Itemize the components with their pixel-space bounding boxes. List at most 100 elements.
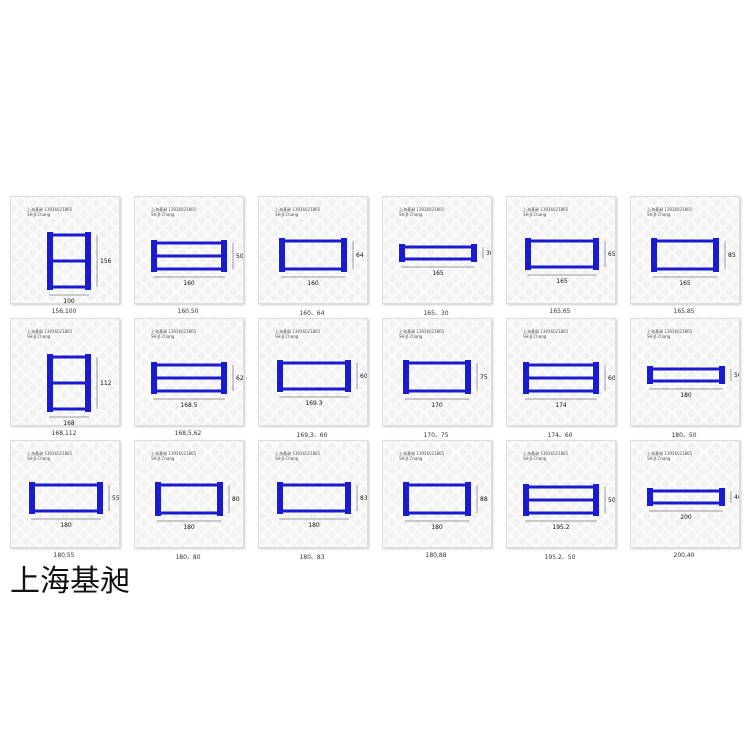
product-image[interactable]: 上海基昶 13916021865 SH·JI.Chang 200 40 — [630, 440, 740, 548]
product-image[interactable]: 上海基昶 13916021865 SH·JI.Chang 180 50 — [630, 318, 740, 426]
product-caption: 180、80 — [175, 554, 201, 561]
width-label: 174 — [555, 402, 567, 409]
product-caption: 165,85 — [673, 308, 695, 315]
height-label: 64 — [356, 252, 364, 259]
product-image[interactable]: 上海基昶 13916021865 SH·JI.Chang 174 60 — [506, 318, 616, 426]
product-caption: 180,55 — [53, 552, 75, 559]
card-note: 上海基昶 13916021865 SH·JI.Chang — [275, 207, 321, 217]
width-label: 180 — [431, 524, 443, 531]
width-label: 168 — [63, 420, 75, 425]
card-note: 上海基昶 13916021865 SH·JI.Chang — [151, 207, 197, 217]
width-label: 180 — [60, 522, 72, 529]
product-image[interactable]: 上海基昶 13916021865 SH·JI.Chang 169.3 60 — [258, 318, 368, 426]
product-image[interactable]: 上海基昶 13916021865 SH·JI.Chang 180 55 — [10, 440, 120, 548]
width-label: 180 — [308, 522, 320, 529]
product-item[interactable]: 上海基昶 13916021865 SH·JI.Chang 180 50 180、… — [630, 318, 740, 446]
width-label: 165 — [679, 280, 691, 287]
product-caption: 160、64 — [299, 310, 325, 317]
height-label: 80 — [232, 496, 240, 503]
height-label: 85 — [728, 252, 736, 259]
product-image[interactable]: 上海基昶 13916021865 SH·JI.Chang 168 112 — [10, 318, 120, 426]
product-image[interactable]: 上海基昶 13916021865 SH·JI.Chang 165 65 — [506, 196, 616, 304]
height-label: 156 — [100, 258, 112, 265]
card-note: 上海基昶 13916021865 SH·JI.Chang — [151, 329, 197, 339]
profile-drawing: 165 65 — [525, 238, 615, 285]
product-image[interactable]: 上海基昶 13916021865 SH·JI.Chang 180 88 — [382, 440, 492, 548]
profile-drawing: 200 40 — [647, 488, 739, 521]
product-item[interactable]: 上海基昶 13916021865 SH·JI.Chang 169.3 60 16… — [258, 318, 368, 446]
product-item[interactable]: 上海基昶 13916021865 SH·JI.Chang 180 55 180,… — [10, 440, 120, 568]
product-caption: 180,88 — [425, 552, 447, 559]
width-label: 100 — [63, 298, 75, 303]
profile-drawing: 170 75 — [403, 360, 488, 409]
profile-drawing: 160 64 — [279, 238, 364, 287]
width-label: 195.2 — [552, 524, 569, 531]
product-image[interactable]: 上海基昶 13916021865 SH·JI.Chang 180 83 — [258, 440, 368, 548]
profile-drawing: 169.3 60 — [277, 360, 367, 407]
card-note: 上海基昶 13916021865 SH·JI.Chang — [647, 329, 693, 339]
product-caption: 180、50 — [671, 432, 697, 439]
product-item[interactable]: 上海基昶 13916021865 SH·JI.Chang 160 64 160、… — [258, 196, 368, 324]
product-caption: 165,65 — [549, 308, 571, 315]
width-label: 160 — [183, 280, 195, 287]
height-label: 83 — [360, 495, 367, 502]
product-item[interactable]: 上海基昶 13916021865 SH·JI.Chang 180 88 180,… — [382, 440, 492, 568]
product-item[interactable]: 上海基昶 13916021865 SH·JI.Chang 165 85 165,… — [630, 196, 740, 324]
product-item[interactable]: 上海基昶 13916021865 SH·JI.Chang 168.5 62 16… — [134, 318, 244, 446]
profile-drawing: 180 83 — [277, 482, 367, 529]
height-label: 50 — [608, 497, 615, 504]
height-label: 60 — [360, 373, 367, 380]
product-image[interactable]: 上海基昶 13916021865 SH·JI.Chang 165 30 — [382, 196, 492, 304]
card-note: 上海基昶 13916021865 SH·JI.Chang — [523, 329, 569, 339]
width-label: 169.3 — [305, 400, 322, 407]
product-item[interactable]: 上海基昶 13916021865 SH·JI.Chang 165 65 165,… — [506, 196, 616, 324]
card-note: 上海基昶 13916021865 SH·JI.Chang — [647, 207, 693, 217]
product-item[interactable]: 上海基昶 13916021865 SH·JI.Chang 160 50 160,… — [134, 196, 244, 324]
product-item[interactable]: 上海基昶 13916021865 SH·JI.Chang 180 80 180、… — [134, 440, 244, 568]
height-label: 62 — [236, 375, 243, 382]
profile-drawing: 180 55 — [29, 482, 119, 529]
profile-drawing: 168 112 — [47, 354, 112, 425]
card-note: 上海基昶 13916021865 SH·JI.Chang — [27, 451, 73, 461]
profile-drawing: 180 50 — [647, 366, 739, 399]
product-caption: 168,112 — [51, 430, 77, 437]
product-item[interactable]: 上海基昶 13916021865 SH·JI.Chang 170 75 170、… — [382, 318, 492, 446]
height-label: 75 — [480, 374, 488, 381]
height-label: 50 — [734, 372, 739, 379]
product-caption: 165、30 — [423, 310, 449, 317]
product-item[interactable]: 上海基昶 13916021865 SH·JI.Chang 180 83 180、… — [258, 440, 368, 568]
product-image[interactable]: 上海基昶 13916021865 SH·JI.Chang 180 80 — [134, 440, 244, 548]
product-item[interactable]: 上海基昶 13916021865 SH·JI.Chang 168 112 168… — [10, 318, 120, 446]
product-image[interactable]: 上海基昶 13916021865 SH·JI.Chang 195.2 50 — [506, 440, 616, 548]
product-caption: 180、83 — [299, 554, 325, 561]
height-label: 30 — [486, 250, 491, 257]
product-item[interactable]: 上海基昶 13916021865 SH·JI.Chang 174 60 174、… — [506, 318, 616, 446]
product-item[interactable]: 上海基昶 13916021865 SH·JI.Chang 100 156 156… — [10, 196, 120, 324]
card-note: 上海基昶 13916021865 SH·JI.Chang — [27, 207, 73, 217]
product-image[interactable]: 上海基昶 13916021865 SH·JI.Chang 160 50 — [134, 196, 244, 304]
card-note: 上海基昶 13916021865 SH·JI.Chang — [399, 451, 445, 461]
product-item[interactable]: 上海基昶 13916021865 SH·JI.Chang 165 30 165、… — [382, 196, 492, 324]
profile-drawing: 100 156 — [47, 232, 112, 303]
product-item[interactable]: 上海基昶 13916021865 SH·JI.Chang 195.2 50 19… — [506, 440, 616, 568]
product-image[interactable]: 上海基昶 13916021865 SH·JI.Chang 168.5 62 — [134, 318, 244, 426]
card-note: 上海基昶 13916021865 SH·JI.Chang — [275, 329, 321, 339]
height-label: 40 — [734, 494, 739, 501]
profile-drawing: 165 30 — [399, 244, 491, 277]
height-label: 60 — [608, 375, 615, 382]
height-label: 50 — [236, 253, 243, 260]
product-item[interactable]: 上海基昶 13916021865 SH·JI.Chang 200 40 200,… — [630, 440, 740, 568]
card-note: 上海基昶 13916021865 SH·JI.Chang — [275, 451, 321, 461]
profile-drawing: 160 50 — [151, 240, 243, 287]
product-image[interactable]: 上海基昶 13916021865 SH·JI.Chang 100 156 — [10, 196, 120, 304]
profile-drawing: 195.2 50 — [523, 484, 615, 531]
width-label: 200 — [680, 514, 692, 521]
product-image[interactable]: 上海基昶 13916021865 SH·JI.Chang 170 75 — [382, 318, 492, 426]
width-label: 165 — [432, 270, 444, 277]
product-caption: 174、60 — [547, 432, 573, 439]
product-caption: 200,40 — [673, 552, 695, 559]
height-label: 65 — [608, 251, 615, 258]
product-image[interactable]: 上海基昶 13916021865 SH·JI.Chang 160 64 — [258, 196, 368, 304]
card-note: 上海基昶 13916021865 SH·JI.Chang — [151, 451, 197, 461]
product-image[interactable]: 上海基昶 13916021865 SH·JI.Chang 165 85 — [630, 196, 740, 304]
